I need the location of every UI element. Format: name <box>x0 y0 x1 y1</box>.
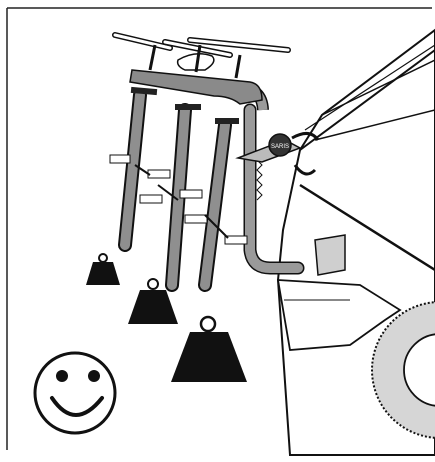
weight-small <box>86 254 120 285</box>
bike-3 <box>185 118 247 285</box>
bike-2 <box>140 104 202 285</box>
weight-large <box>171 317 247 382</box>
smiley-face-icon <box>35 353 115 433</box>
car-icon <box>278 30 435 455</box>
handlebars <box>115 35 288 55</box>
bike-1 <box>110 87 170 245</box>
logo-text: SARIS <box>271 144 289 150</box>
